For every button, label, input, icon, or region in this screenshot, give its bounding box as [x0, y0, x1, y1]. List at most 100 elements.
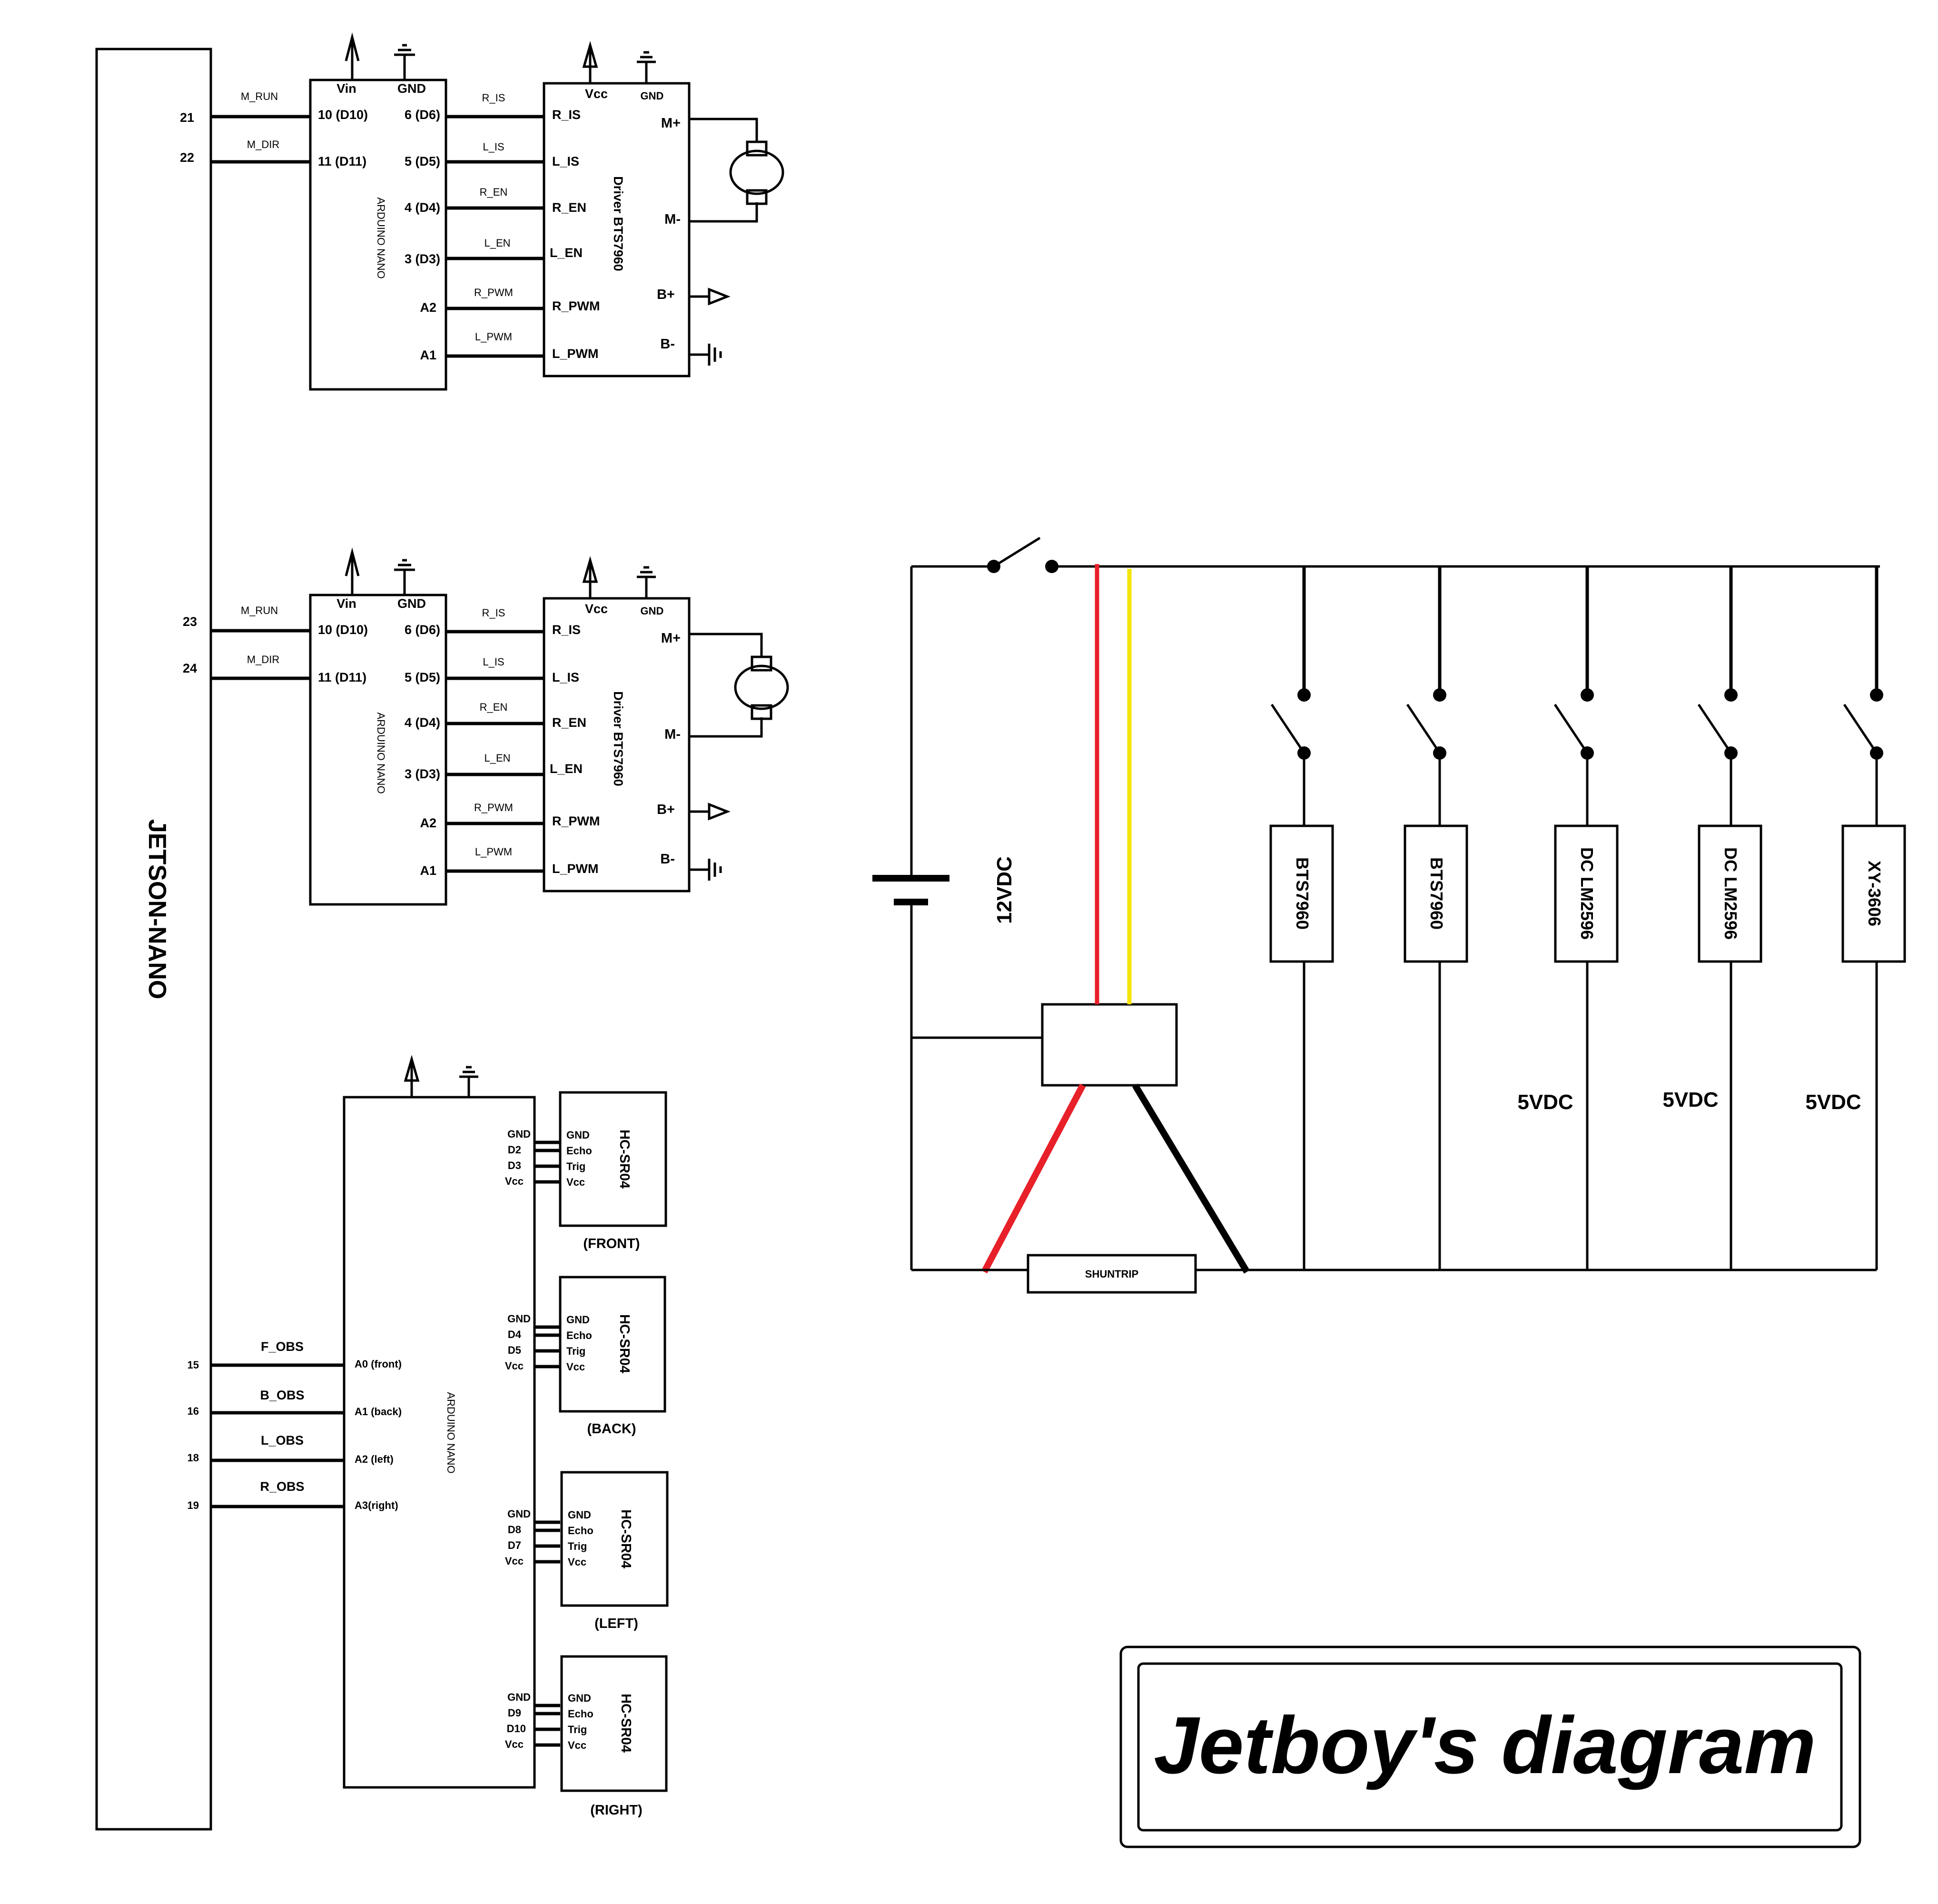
- driver-1-b-minus: B-: [660, 337, 675, 352]
- wire-l-is-1: L_IS: [483, 141, 504, 153]
- arduino-2-vin: Vin: [336, 596, 356, 611]
- svg-text:GND: GND: [566, 1129, 590, 1141]
- driver-1-m-plus: M+: [661, 116, 681, 131]
- driver-2-vcc: Vcc: [585, 602, 608, 616]
- sonar-front: GND D2 D3 Vcc GND Echo Trig Vcc HC-SR04 …: [505, 1091, 667, 1251]
- black-wire-bottom: [1132, 1083, 1250, 1274]
- load-branch-1: BTS7960: [1269, 566, 1334, 1270]
- svg-text:Vcc: Vcc: [505, 1175, 524, 1187]
- driver-1-r-is: R_IS: [552, 108, 581, 122]
- arduino-2-d6: 6 (D6): [405, 623, 440, 637]
- wire-l-is-2: L_IS: [483, 656, 504, 668]
- svg-text:Trig: Trig: [568, 1540, 587, 1552]
- arduino-1-d6: 6 (D6): [405, 108, 440, 122]
- wire-l-pwm-1: L_PWM: [475, 331, 512, 343]
- battery-voltage-label: 12VDC: [993, 856, 1016, 924]
- svg-text:Echo: Echo: [568, 1708, 593, 1720]
- driver-2-m-plus: M+: [661, 631, 681, 646]
- arduino-2-d11: 11 (D11): [318, 670, 366, 684]
- jetson-pin-23: 23: [183, 615, 197, 629]
- motor-1-top-terminal: [746, 140, 768, 157]
- svg-text:Trig: Trig: [566, 1160, 585, 1172]
- svg-text:GND: GND: [507, 1691, 531, 1703]
- svg-text:D2: D2: [508, 1144, 521, 1156]
- jetson-pin-16: 16: [188, 1405, 199, 1417]
- svg-text:GND: GND: [568, 1509, 591, 1521]
- wire-l-en-1: L_EN: [484, 237, 510, 249]
- wire-r-is-1: R_IS: [482, 92, 505, 104]
- power-arrow-2-icon: [708, 803, 731, 821]
- sonar-back-position: (BACK): [587, 1421, 636, 1437]
- arduino-2-d4: 4 (D4): [405, 715, 440, 730]
- dc-motor-2-icon: [734, 664, 789, 710]
- power-arrow-1-icon: [708, 288, 731, 306]
- motor-2-bottom-terminal: [751, 704, 772, 720]
- driver-1-l-en: L_EN: [550, 246, 583, 260]
- driver-2-l-en: L_EN: [550, 762, 583, 776]
- svg-text:Echo: Echo: [566, 1329, 592, 1341]
- driver-1-m-minus: M-: [664, 212, 681, 227]
- jetson-pin-22: 22: [180, 150, 194, 165]
- arduino-2-a2: A2: [420, 816, 436, 830]
- diagram-title: Jetboy's diagram: [1154, 1700, 1816, 1791]
- arduino-3-a1: A1 (back): [355, 1406, 402, 1418]
- driver-2-r-is: R_IS: [552, 623, 581, 637]
- svg-text:GND: GND: [507, 1313, 531, 1325]
- driver-2-l-pwm: L_PWM: [552, 862, 599, 876]
- dc-motor-1-icon: [729, 149, 784, 195]
- svg-text:GND: GND: [507, 1508, 531, 1520]
- arduino-1-a2: A2: [420, 300, 436, 315]
- signal-m-dir-2: M_DIR: [247, 654, 279, 665]
- motor-controller-2: 23 24 M_RUN M_DIR ARDUINO NANO Vin GND 1…: [183, 547, 789, 906]
- svg-text:Vcc: Vcc: [568, 1556, 586, 1568]
- wire-r-en-1: R_EN: [480, 186, 508, 198]
- svg-text:Trig: Trig: [568, 1724, 587, 1735]
- title-frame-outer: [1119, 1646, 1861, 1848]
- sonar-right-position: (RIGHT): [590, 1803, 643, 1818]
- arduino-2-d10: 10 (D10): [318, 623, 368, 637]
- driver-2-r-pwm: R_PWM: [552, 814, 600, 828]
- wire-r-is-2: R_IS: [482, 607, 505, 619]
- arduino-3-a2: A2 (left): [355, 1453, 394, 1465]
- signal-m-dir-1: M_DIR: [247, 139, 279, 150]
- driver-1-l-is: L_IS: [552, 154, 579, 169]
- driver-1-r-pwm: R_PWM: [552, 299, 600, 313]
- svg-text:DC LM2596: DC LM2596: [1721, 847, 1740, 940]
- load-branch-2: BTS7960: [1404, 566, 1468, 1270]
- driver-1-l-pwm: L_PWM: [552, 347, 599, 361]
- driver-bts7960-2: [543, 597, 691, 892]
- output-5vdc-2: 5VDC: [1662, 1088, 1718, 1111]
- main-switch-pivot: [987, 560, 1000, 573]
- jetson-pin-21: 21: [180, 110, 194, 125]
- signal-r-obs: R_OBS: [260, 1479, 304, 1494]
- svg-text:D10: D10: [507, 1723, 526, 1735]
- svg-text:Vcc: Vcc: [568, 1739, 586, 1751]
- load-xy3606: [1841, 824, 1906, 963]
- red-wire-bottom: [981, 1083, 1086, 1274]
- svg-text:D5: D5: [508, 1344, 521, 1356]
- signal-m-run-2: M_RUN: [241, 605, 278, 616]
- svg-text:Vcc: Vcc: [505, 1555, 524, 1567]
- arduino-1-d4: 4 (D4): [405, 200, 440, 215]
- wire-r-pwm-2: R_PWM: [474, 802, 513, 813]
- svg-text:D7: D7: [508, 1539, 521, 1551]
- load-branch-3: DC LM2596 5VDC: [1517, 566, 1619, 1270]
- jetson-pin-24: 24: [183, 661, 197, 675]
- driver-2-m-minus: M-: [664, 727, 681, 742]
- sonar-back: GND D4 D5 Vcc GND Echo Trig Vcc HC-SR04 …: [505, 1276, 666, 1437]
- jetson-nano-label: JETSON-NANO: [143, 819, 171, 999]
- hc-sr04-front-label: HC-SR04: [617, 1130, 632, 1189]
- motor-1-bottom-terminal: [746, 189, 768, 205]
- arduino-1-d11: 11 (D11): [318, 154, 366, 169]
- power-distribution: 12VDC SHUNTRIP BTS7960: [872, 536, 1906, 1294]
- arduino-nano-2: [309, 594, 447, 906]
- svg-text:DC LM2596: DC LM2596: [1577, 847, 1597, 940]
- svg-text:GND: GND: [566, 1314, 590, 1326]
- load-branch-4: DC LM2596 5VDC: [1662, 566, 1762, 1270]
- svg-text:GND: GND: [568, 1692, 591, 1704]
- driver-2-r-en: R_EN: [552, 715, 586, 730]
- arduino-1-d5: 5 (D5): [405, 154, 440, 169]
- svg-text:D3: D3: [508, 1160, 521, 1171]
- svg-text:D4: D4: [508, 1329, 522, 1340]
